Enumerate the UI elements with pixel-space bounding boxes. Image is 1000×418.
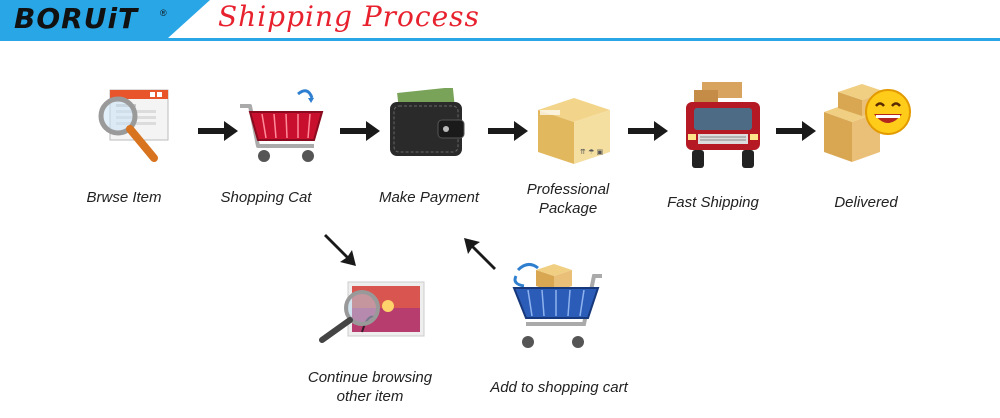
package-box-icon: ⇈ ☂ ▣ [538, 98, 610, 164]
arrow-right-icon [628, 121, 668, 141]
brand-banner [0, 0, 168, 38]
delivery-truck-icon [686, 82, 760, 168]
registered-mark: ® [160, 8, 167, 18]
step-label-package: Professional Package [506, 180, 630, 218]
smiley-boxes-icon [824, 84, 911, 162]
photo-magnifier-icon [319, 281, 425, 343]
wallet-icon [390, 88, 465, 156]
page-title: Shipping Process [218, 0, 480, 33]
step-label-continue-line1: Continue browsing [307, 369, 433, 386]
arrow-right-icon [340, 121, 380, 141]
step-label-package-line2: Package [538, 200, 598, 217]
brand-banner-slant [168, 0, 210, 38]
step-label-add-to-cart: Add to shopping cart [490, 379, 628, 396]
step-label-package-line1: Professional [526, 181, 610, 198]
header-divider [0, 38, 1000, 41]
header-bar: BORUiT ® Shipping Process [0, 0, 1000, 44]
arrow-right-icon [776, 121, 816, 141]
arrow-right-icon [488, 121, 528, 141]
step-label-fast-shipping: Fast Shipping [667, 194, 759, 211]
step-label-shopping-cart: Shopping Cat [220, 189, 312, 206]
step-label-delivered: Delivered [834, 194, 898, 211]
brand-logo: BORUiT [14, 2, 139, 35]
step-label-continue-browsing: Continue browsing other item [292, 368, 448, 406]
svg-text:⇈ ☂ ▣: ⇈ ☂ ▣ [580, 148, 603, 156]
step-label-browse: Brwse Item [86, 189, 162, 206]
step-label-payment: Make Payment [378, 189, 480, 206]
arrow-up-left-icon [464, 238, 496, 270]
arrow-right-icon [198, 121, 238, 141]
cart-with-box-icon [512, 263, 602, 348]
shopping-cart-icon [240, 89, 324, 162]
step-label-continue-line2: other item [336, 388, 404, 405]
arrow-down-right-icon [324, 234, 356, 266]
browse-magnifier-icon [98, 89, 169, 162]
